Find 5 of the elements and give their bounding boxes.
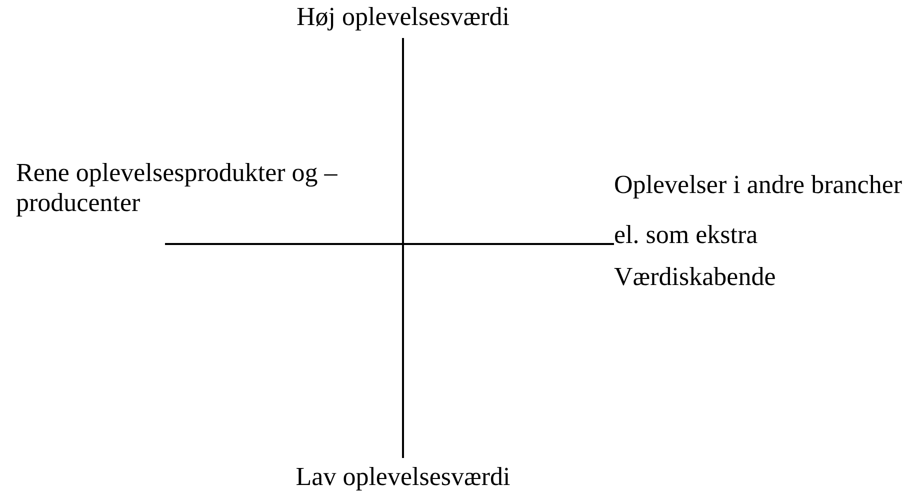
quadrant-label: Rene oplevelsesprodukter og –producenter — [16, 158, 338, 218]
quadrant-label: Oplevelser i andre brancher el. som ekstra — [614, 169, 904, 251]
axis-label: Lav oplevelsesværdi — [294, 462, 512, 492]
axis-label: Høj oplevelsesværdi — [295, 2, 511, 32]
quadrant-label: Værdiskabende — [614, 262, 777, 292]
